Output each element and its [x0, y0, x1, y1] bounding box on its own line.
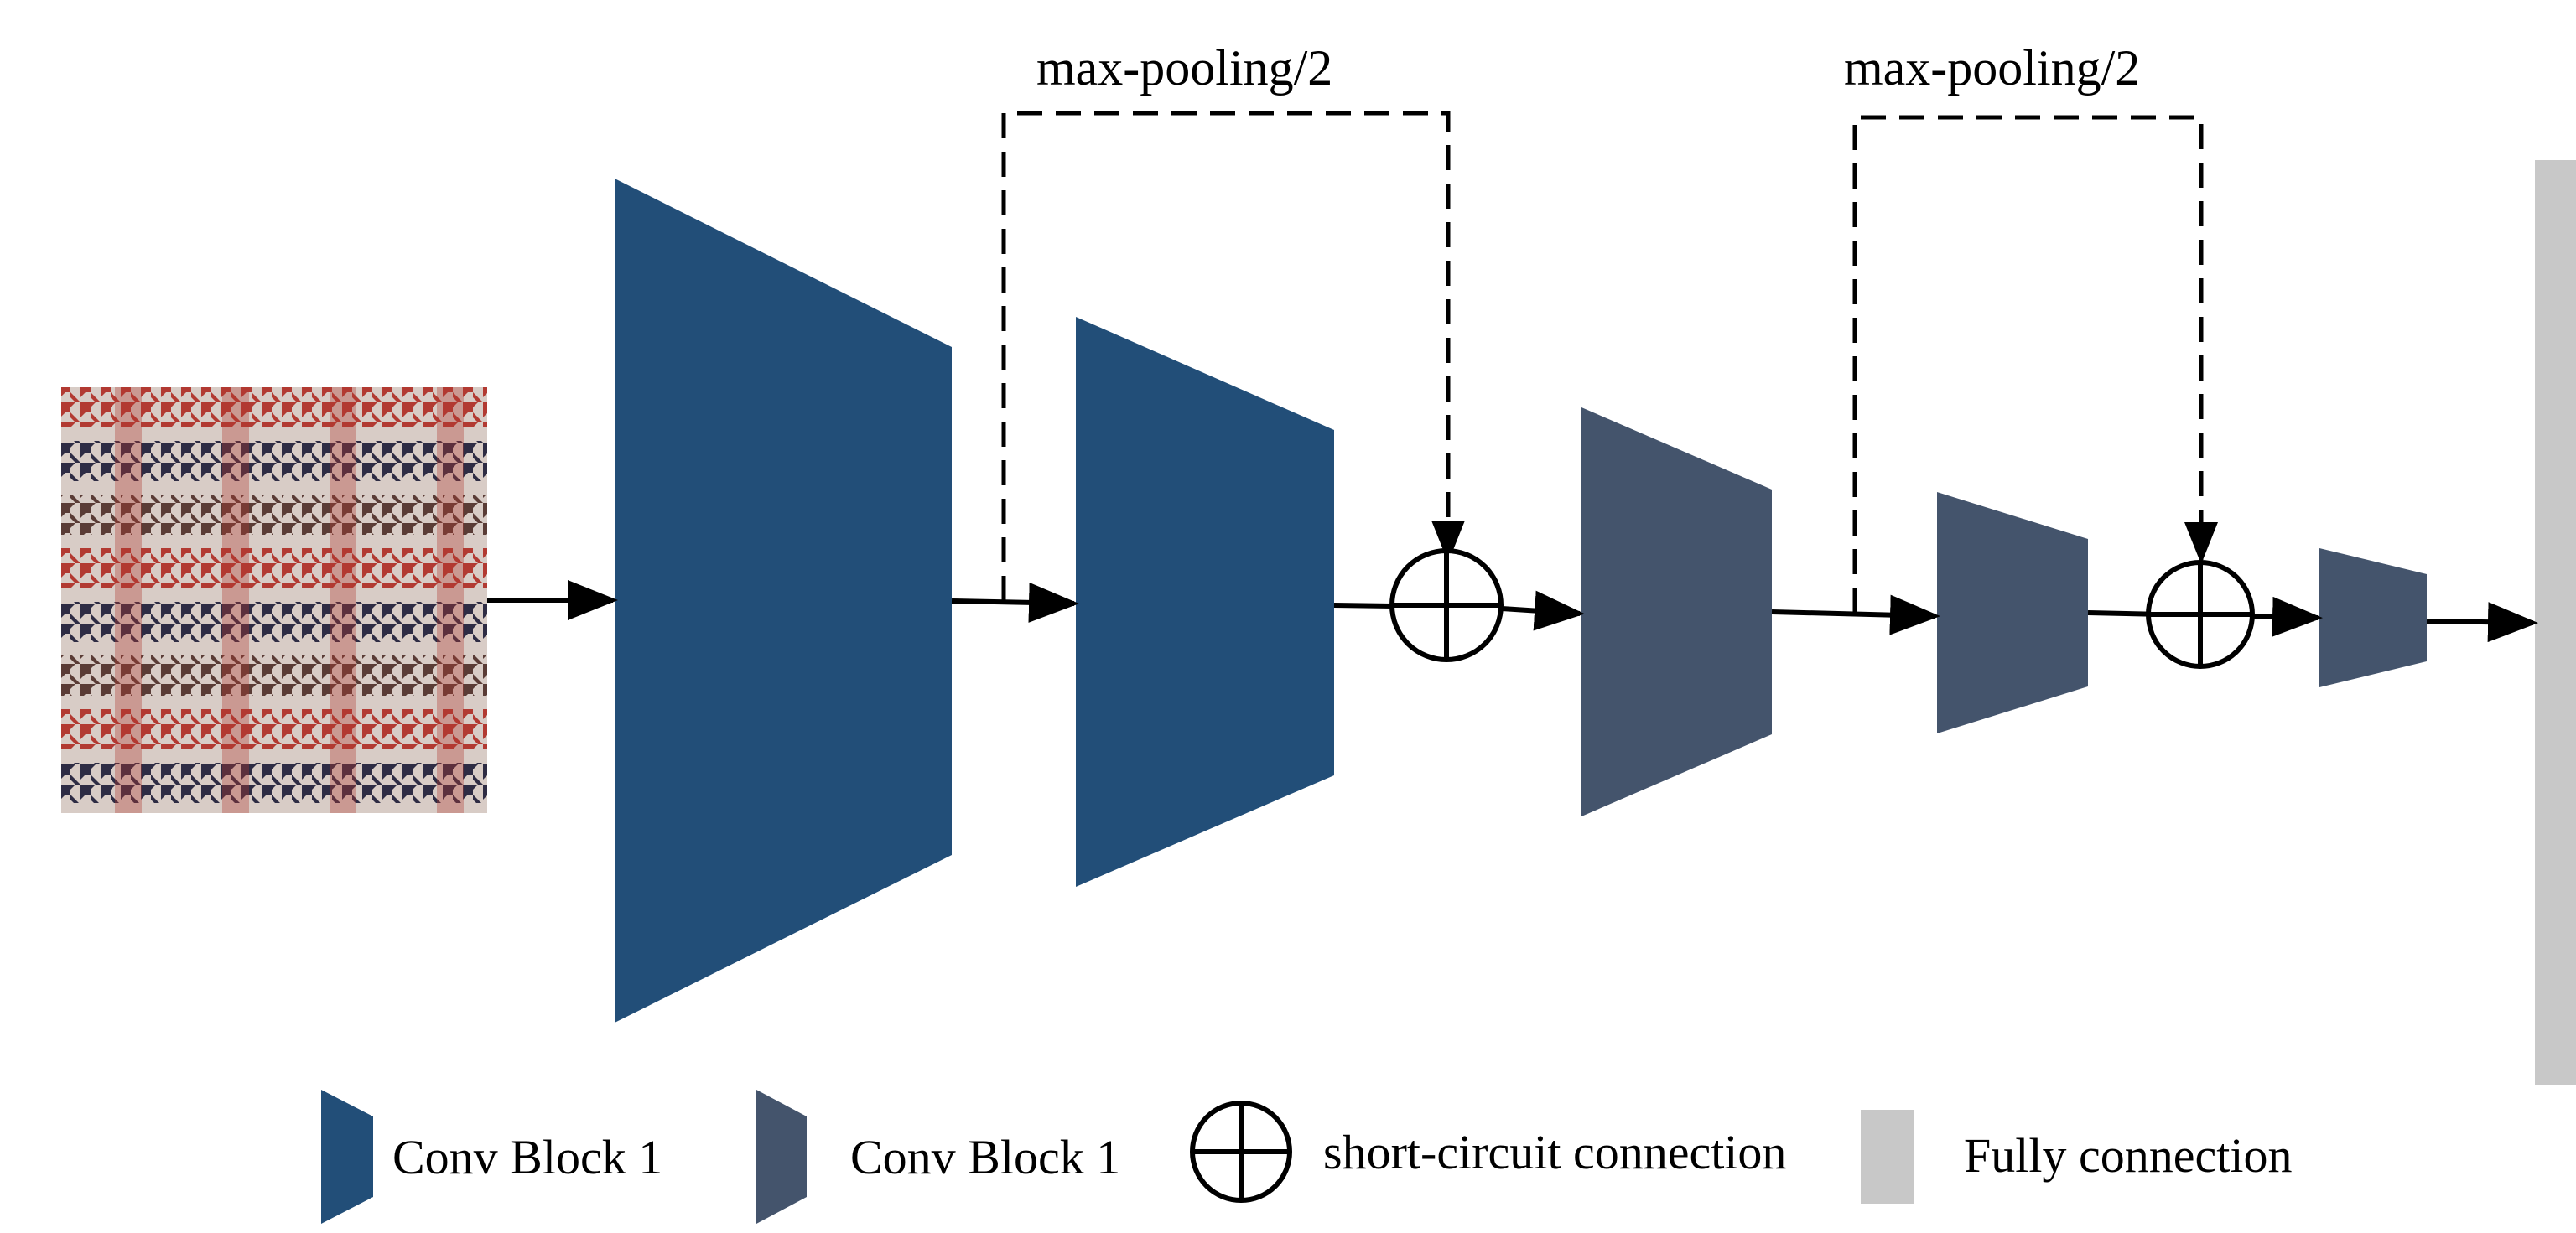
arrow-sum1-to-block3 [1501, 590, 1585, 631]
arrow-block3-to-block4 [1771, 594, 1940, 635]
legend: Conv Block 1 Conv Block 1 short-circuit … [321, 1090, 2292, 1224]
legend-label-conv-block-dark: Conv Block 1 [392, 1130, 662, 1184]
conv-block-4 [1937, 492, 2088, 733]
pooling-label-2: max-pooling/2 [1844, 40, 2140, 96]
conv-block-2 [1076, 317, 1334, 887]
legend-label-short-circuit: short-circuit connection [1323, 1125, 1786, 1179]
legend-icon-conv-block-dark [321, 1090, 373, 1224]
legend-label-fully-connection: Fully connection [1964, 1128, 2292, 1183]
pooling-label-1: max-pooling/2 [1036, 40, 1332, 96]
legend-icon-short-circuit [1190, 1101, 1292, 1203]
skip-connection-1 [1001, 111, 1465, 601]
conv-block-1 [615, 179, 952, 1023]
arrow-block1-to-block2 [951, 582, 1079, 623]
conv-block-5 [2319, 548, 2427, 687]
arrow-block2-to-sum1 [1333, 603, 1393, 609]
conv-block-3 [1581, 407, 1772, 816]
sum-node-1 [1389, 548, 1504, 662]
sum-node-2 [2146, 560, 2255, 669]
skip-connection-2 [1852, 115, 2218, 613]
legend-icon-fully-connection [1861, 1110, 1914, 1204]
legend-icon-conv-block-slate [756, 1090, 807, 1224]
fully-connection-layer [2535, 160, 2576, 1085]
legend-label-conv-block-slate: Conv Block 1 [850, 1130, 1120, 1184]
arrow-block5-to-fc [2426, 602, 2538, 643]
input-fabric-image [61, 387, 487, 813]
